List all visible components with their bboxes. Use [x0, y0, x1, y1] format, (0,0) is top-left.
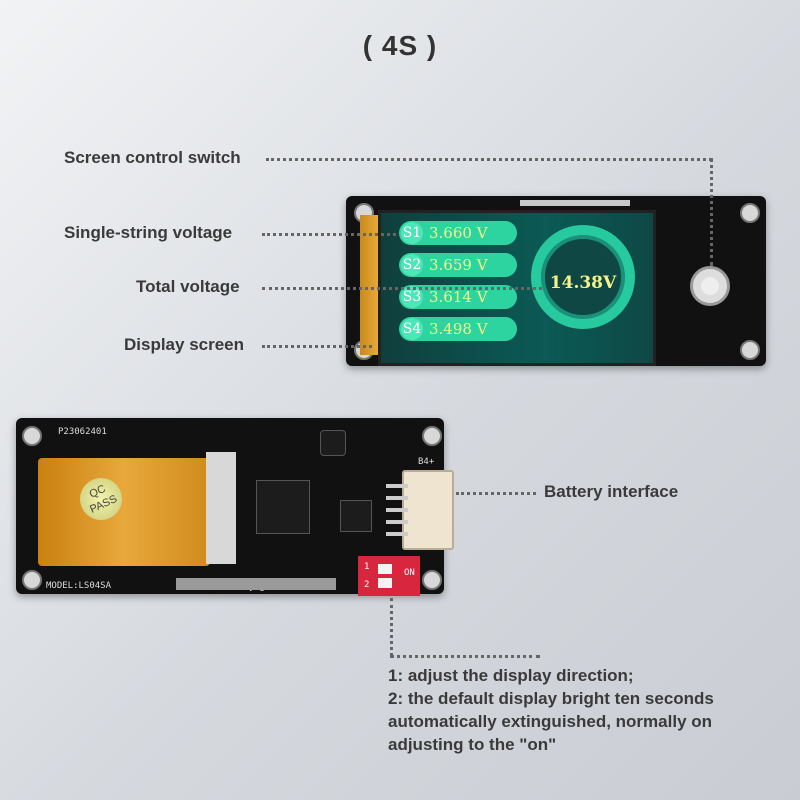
- battery-connector[interactable]: [402, 470, 454, 550]
- cell-voltage-4: S4 3.498 V: [399, 317, 517, 341]
- leader-line: [456, 492, 536, 495]
- qc-text: QC PASS: [87, 482, 120, 516]
- mount-hole: [740, 340, 760, 360]
- leader-line: [262, 233, 396, 236]
- ic-chip: [320, 430, 346, 456]
- board-model: MODEL:LS04SA: [46, 581, 112, 591]
- label-battery-interface: Battery interface: [544, 482, 679, 501]
- screen-control-switch[interactable]: [690, 266, 730, 306]
- dip-label-1: 1: [364, 562, 370, 572]
- dip-on-label: ON: [404, 568, 415, 578]
- dip-switch[interactable]: [358, 556, 420, 596]
- display-flex-cable: [360, 215, 378, 355]
- dip-description-line-2: 2: the default display bright ten second…: [388, 689, 714, 708]
- dip-description-line-1: 1: adjust the display direction;: [388, 666, 634, 685]
- cell-voltage-2: S2 3.659 V: [399, 253, 517, 277]
- total-voltage-value: 14.38V: [549, 273, 617, 293]
- leader-line: [390, 598, 393, 656]
- label-display-screen: Display screen: [124, 335, 245, 354]
- label-total-voltage: Total voltage: [136, 277, 240, 296]
- cell-value: 3.614 V: [429, 288, 488, 306]
- leader-line: [390, 655, 540, 658]
- pin-header: [176, 578, 336, 590]
- label-screen-control-switch: Screen control switch: [64, 148, 241, 167]
- connector-pin: [386, 496, 408, 500]
- connector-pin: [386, 484, 408, 488]
- leader-line: [710, 158, 713, 266]
- mount-hole: [422, 570, 442, 590]
- cell-name: S2: [401, 254, 423, 276]
- cell-name: S1: [401, 222, 423, 244]
- connector-label: B4+: [418, 457, 435, 467]
- mount-hole: [422, 426, 442, 446]
- cell-value: 3.498 V: [429, 320, 488, 338]
- connector-pin: [386, 508, 408, 512]
- board-id: P23062401: [58, 427, 107, 437]
- mount-hole: [22, 570, 42, 590]
- cell-name: S3: [401, 286, 423, 308]
- dip-description-line-3: automatically extinguished, normally on: [388, 712, 713, 731]
- mcu-chip: [256, 480, 310, 534]
- dip-label-2: 2: [364, 580, 370, 590]
- mount-hole: [22, 426, 42, 446]
- cell-voltage-1: S1 3.660 V: [399, 221, 517, 245]
- ic-chip: [340, 500, 372, 532]
- cell-name: S4: [401, 318, 423, 340]
- connector-pin: [386, 520, 408, 524]
- label-single-string-voltage: Single-string voltage: [64, 223, 233, 242]
- dip-switch-lever-1[interactable]: [378, 564, 392, 574]
- display-screen: S1 3.660 V S2 3.659 V S3 3.614 V S4 3.49…: [378, 210, 656, 366]
- total-voltage-ring-inner: [541, 235, 625, 319]
- dip-description-line-4: adjusting to the "on": [388, 735, 557, 754]
- mount-hole: [740, 203, 760, 223]
- leader-line: [262, 345, 372, 348]
- leader-line: [266, 158, 712, 161]
- page-title: ( 4S ): [362, 30, 438, 61]
- fpc-connector: [206, 452, 236, 564]
- display-ribbon-cable: [38, 458, 210, 566]
- header-pad: [520, 200, 630, 206]
- leader-line: [262, 287, 542, 290]
- dip-switch-lever-2[interactable]: [378, 578, 392, 588]
- connector-pin: [386, 532, 408, 536]
- cell-value: 3.659 V: [429, 256, 488, 274]
- cell-value: 3.660 V: [429, 224, 488, 242]
